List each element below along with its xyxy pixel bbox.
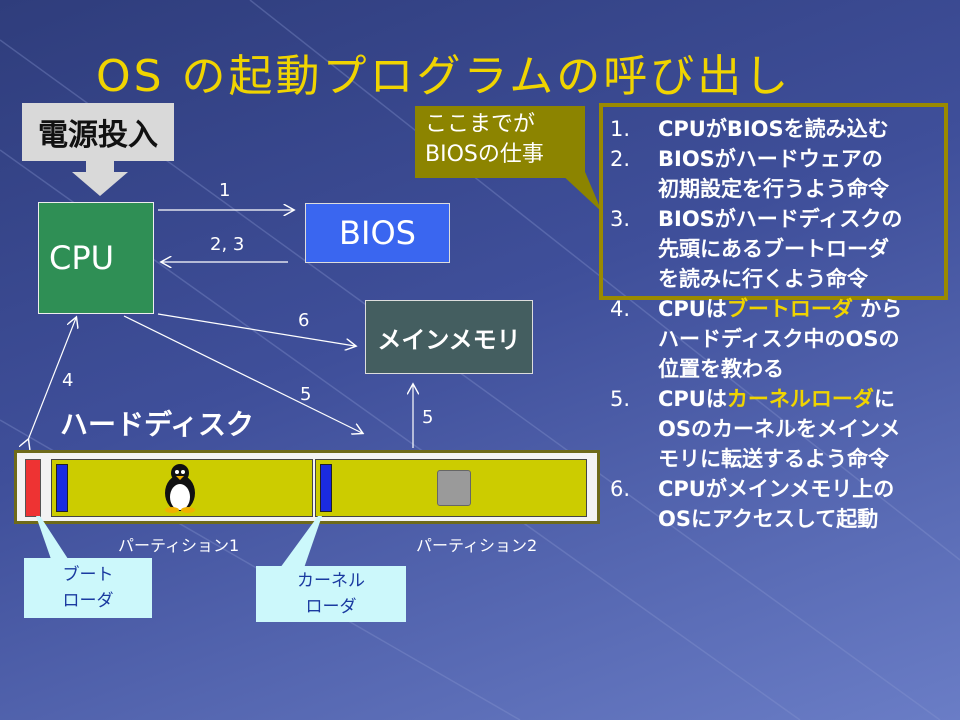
bios-work-callout: ここまでが BIOSの仕事 <box>415 106 585 178</box>
boot-loader-line-1: ブート <box>62 565 114 585</box>
edge-label-5a: 5 <box>300 384 312 405</box>
partition-1 <box>51 459 313 517</box>
boot-loader-highlight: ブートローダ <box>726 297 853 321</box>
boot-loader-pointer <box>36 516 70 562</box>
arrow-6 <box>157 313 355 346</box>
steps-list: 1. CPUがBIOSを読み込む 2. BIOSがハードウェアの初期設定を行うよ… <box>610 114 955 534</box>
kernel-loader-pointer <box>280 516 322 568</box>
edge-label-1: 1 <box>219 180 231 201</box>
power-down-arrow <box>72 160 128 196</box>
disk-icon-placeholder <box>434 466 474 510</box>
main-memory-box: メインメモリ <box>365 300 533 374</box>
boot-loader-line-2: ローダ <box>62 591 114 611</box>
boot-loader-callout: ブート ローダ <box>24 558 152 618</box>
linux-penguin-icon <box>165 464 195 513</box>
page-title: OS の起動プログラムの呼び出し <box>96 51 792 102</box>
step-5: 5. CPUはカーネルローダに OSのカーネルをメインメモリに転送するよう命令 <box>610 387 901 471</box>
bios-callout-line-2: BIOSの仕事 <box>425 142 544 167</box>
step-2: 2. BIOSがハードウェアの初期設定を行うよう命令 <box>610 147 889 201</box>
kernel-loader-highlight: カーネルローダ <box>726 387 874 411</box>
cpu-box: CPU <box>38 202 154 314</box>
kernel-loader-callout: カーネル ローダ <box>256 566 406 622</box>
arrow-5-diag <box>123 315 362 433</box>
power-on-box: 電源投入 <box>22 103 174 161</box>
kernel-loader-line-2: ローダ <box>305 597 357 617</box>
edge-label-2-3: 2, 3 <box>210 234 245 255</box>
hard-disk-label: ハードディスク <box>60 408 255 441</box>
edge-label-6: 6 <box>298 310 310 331</box>
step-4: 4. CPUはブートローダ から ハードディスク中のOSの位置を教わる <box>610 297 903 381</box>
step-3: 3. BIOSがハードディスクの先頭にあるブートローダを読みに行くよう命令 <box>610 207 903 291</box>
hard-disk <box>14 450 600 524</box>
bios-callout-line-1: ここまでが <box>425 112 536 137</box>
bios-steps-frame <box>599 103 948 300</box>
step-1: 1. CPUがBIOSを読み込む <box>610 117 889 141</box>
arrow-4 <box>28 318 76 440</box>
kernel-loader-line-1: カーネル <box>297 571 365 591</box>
edge-label-4: 4 <box>62 370 74 391</box>
boot-loader-block <box>56 464 68 512</box>
edge-label-5b: 5 <box>422 407 434 428</box>
bios-box: BIOS <box>305 203 450 263</box>
mbr-block <box>25 459 41 517</box>
partition-2 <box>315 459 587 517</box>
kernel-loader-block <box>320 464 332 512</box>
partition-1-label: パーティション1 <box>118 536 240 555</box>
partition-2-label: パーティション2 <box>416 536 538 555</box>
